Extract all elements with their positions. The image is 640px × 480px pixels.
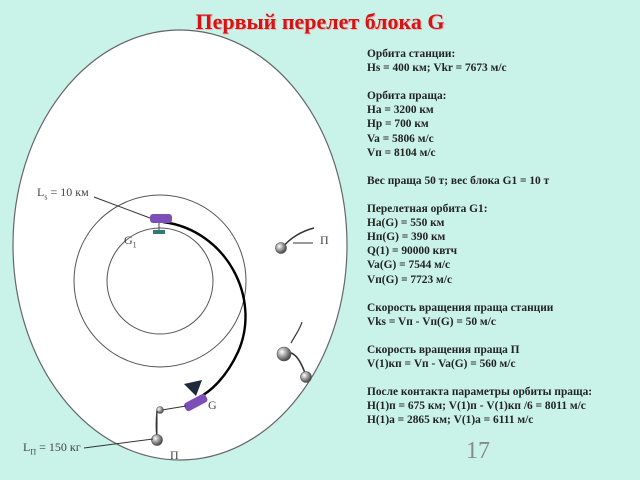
transfer-va: Va(G) = 7544 м/с — [367, 259, 451, 272]
transfer-title: Перелетная орбита G1: — [367, 203, 488, 216]
lp-pointer — [83, 438, 154, 449]
label-lp: LП = 150 кг — [23, 440, 81, 457]
sling-ball-bottom-icon — [151, 434, 163, 446]
ls-pointer — [93, 196, 151, 219]
parameters-text: Орбита станции: Hs = 400 км; Vkr = 7673 … — [367, 47, 637, 428]
slide-title: Первый перелет блока G — [195, 9, 445, 34]
transfer-ha: Ha(G) = 550 км — [367, 217, 445, 230]
page-number: 17 — [466, 438, 490, 464]
station-orbit-params: Hs = 400 км; Vkr = 7673 м/с — [367, 62, 507, 75]
after-contact-title: После контакта параметры орбиты праща: — [367, 386, 593, 399]
label-p-bottom: П — [170, 448, 179, 462]
label-ls: Ls = 10 км — [37, 185, 89, 202]
sling-orbit — [12, 29, 348, 461]
sling-vp: Vп = 8104 м/с — [367, 146, 436, 159]
after-line2: H(1)a = 2865 км; V(1)a = 6111 м/с — [367, 414, 534, 427]
block-g-icon — [184, 394, 208, 412]
transfer-vp: Vп(G) = 7723 м/с — [367, 273, 453, 286]
sling-ball-lower-icon — [276, 346, 292, 362]
sling-va: Va = 5806 м/с — [367, 132, 434, 145]
transfer-arrow-icon — [184, 380, 202, 396]
sling-ha: Ha = 3200 км — [367, 104, 434, 117]
p-rot-formula: V(1)кп = Vп - Va(G) = 560 м/с — [367, 358, 516, 371]
earth — [106, 227, 214, 335]
station-rot-title: Скорость вращения праща станции — [367, 301, 554, 314]
g-connector-icon — [156, 406, 164, 414]
label-p-right: П — [320, 233, 329, 247]
after-line1: H(1)п = 675 км; V(1)п - V(1)кп /6 = 8011… — [367, 400, 586, 413]
sling-ball-upper-icon — [275, 242, 287, 254]
station-orbit — [73, 194, 247, 368]
station-module-icon — [150, 214, 172, 223]
sling-hp: Hp = 700 км — [367, 118, 429, 131]
weights: Вес праща 50 т; вес блока G1 = 10 т — [367, 174, 550, 187]
sling-orbit-title: Орбита праща: — [367, 90, 447, 103]
label-g1: G1 — [124, 233, 137, 250]
transfer-orbit-arc — [162, 220, 247, 400]
transfer-q: Q(1) = 90000 квтч — [367, 245, 458, 258]
station-connector-icon — [153, 230, 165, 234]
station-orbit-title: Орбита станции: — [367, 48, 456, 60]
station-rot-formula: Vks = Vп - Vп(G) = 50 м/с — [367, 315, 496, 328]
p-rot-title: Скорость вращения праща П — [367, 343, 520, 356]
transfer-hp: Hп(G) = 390 км — [367, 231, 446, 244]
label-g: G — [208, 398, 217, 412]
sling-ball-lower-end-icon — [300, 371, 312, 383]
